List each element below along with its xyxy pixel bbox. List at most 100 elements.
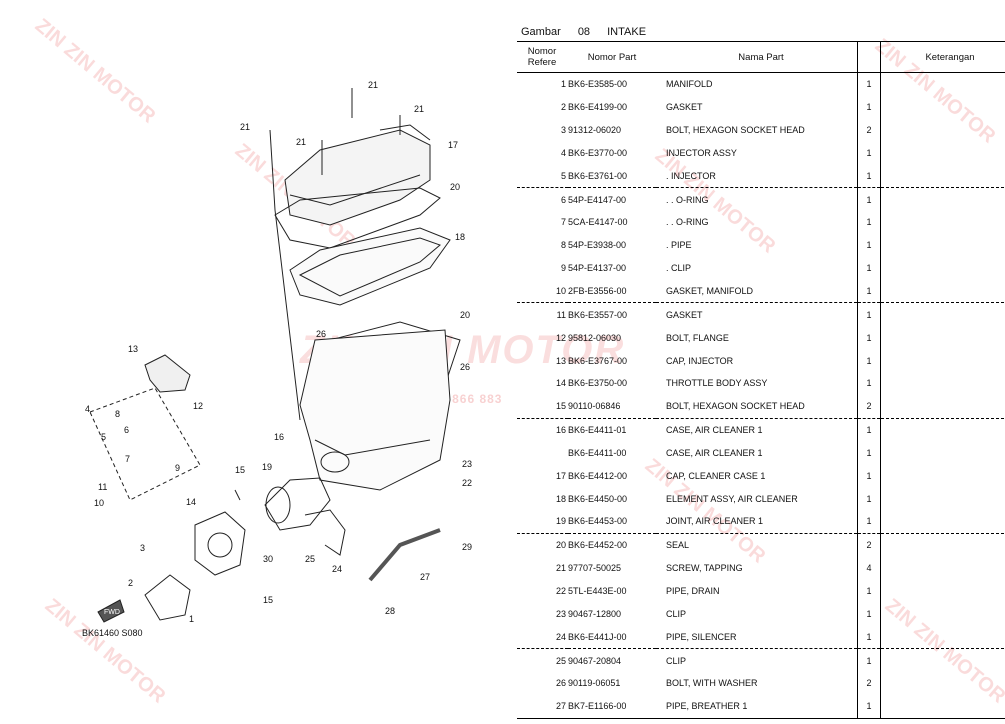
callout-number: 28 xyxy=(385,606,395,616)
callout-number: 8 xyxy=(115,409,120,419)
cell-part-no: BK6-E4452-00 xyxy=(568,540,628,551)
callout-number: 27 xyxy=(420,572,430,582)
cell-part-no: 90119-06051 xyxy=(568,678,621,689)
cell-qty: 1 xyxy=(857,441,881,465)
cell-part-no: 5TL-E443E-00 xyxy=(568,585,627,596)
cell-ref: 15 xyxy=(517,394,568,419)
cell-part-no: BK7-E1166-00 xyxy=(568,694,656,719)
cell-note xyxy=(880,602,1005,626)
cell-ref: 4 xyxy=(560,147,566,158)
cell-part-no: BK6-E4412-00 xyxy=(568,470,628,481)
cell-part-no: 90467-20804 xyxy=(568,655,622,666)
cell-name: GASKET xyxy=(666,309,703,320)
cell-ref: 5 xyxy=(517,164,568,189)
cell-note xyxy=(880,579,1005,603)
cell-name: CAP, INJECTOR xyxy=(666,355,734,366)
cell-name: PIPE, BREATHER 1 xyxy=(656,694,858,719)
cell-qty: 2 xyxy=(857,394,881,419)
cell-name: . . O-RING xyxy=(666,194,709,205)
cell-ref: 8 xyxy=(560,240,566,251)
callout-number: 16 xyxy=(274,432,284,442)
cell-ref: 26 xyxy=(555,678,566,689)
cell-ref: 21 xyxy=(555,563,566,574)
callout-number: 21 xyxy=(240,122,250,132)
callout-number: 4 xyxy=(85,404,90,414)
cell-ref: 10 xyxy=(517,279,568,304)
cell-note xyxy=(880,72,1005,96)
cell-qty: 1 xyxy=(857,256,881,280)
callout-number: 9 xyxy=(175,463,180,473)
callout-number: 20 xyxy=(450,182,460,192)
cell-note xyxy=(880,394,1005,419)
cell-name: CLIP xyxy=(666,655,687,666)
cell-ref: 17 xyxy=(555,470,566,481)
cell-name: GASKET xyxy=(666,102,703,113)
cell-ref: 3 xyxy=(560,125,566,136)
figure-number: 08 xyxy=(577,26,591,38)
cell-part-no: 2FB-E3556-00 xyxy=(568,279,656,304)
cell-name: PIPE, DRAIN xyxy=(666,585,720,596)
cell-note xyxy=(880,533,1005,557)
callout-number: 18 xyxy=(455,232,465,242)
cell-qty: 1 xyxy=(857,349,881,372)
cell-ref: 18 xyxy=(555,493,566,504)
cell-part-no: 54P-E4137-00 xyxy=(568,263,627,274)
callout-number: 25 xyxy=(305,554,315,564)
cell-ref: 25 xyxy=(555,655,566,666)
cell-part-no: BK6-E3750-00 xyxy=(568,378,628,389)
cell-qty: 1 xyxy=(857,602,881,626)
cell-qty: 1 xyxy=(857,141,881,165)
cell-ref: 14 xyxy=(555,378,566,389)
cell-name: PIPE, SILENCER xyxy=(656,625,858,650)
cell-ref: 12 xyxy=(555,332,566,343)
cell-part-no: BK6-E3585-00 xyxy=(568,79,628,90)
col-part-no: Nomor Part xyxy=(568,41,656,73)
cell-note xyxy=(880,441,1005,465)
cell-note xyxy=(880,349,1005,372)
diagram-code: BK61460 S080 xyxy=(82,628,143,638)
cell-qty: 1 xyxy=(857,648,881,672)
callout-number: 29 xyxy=(462,542,472,552)
cell-name: BOLT, WITH WASHER xyxy=(666,678,758,689)
cell-qty: 1 xyxy=(857,187,881,212)
callout-number: 21 xyxy=(296,137,306,147)
cell-qty: 1 xyxy=(857,164,881,189)
cell-part-no: BK6-E4411-01 xyxy=(568,425,627,436)
cell-qty: 1 xyxy=(857,302,881,327)
cell-note xyxy=(880,625,1005,650)
callout-number: 19 xyxy=(262,462,272,472)
cell-ref: 27 xyxy=(517,694,568,719)
cell-qty: 1 xyxy=(857,279,881,304)
cell-ref: 1 xyxy=(560,79,566,90)
callout-number: 13 xyxy=(128,344,138,354)
cell-note xyxy=(880,279,1005,304)
cell-ref: 11 xyxy=(556,309,566,320)
callout-number: 21 xyxy=(414,104,424,114)
callout-number: 3 xyxy=(140,543,145,553)
cell-qty: 2 xyxy=(857,533,881,557)
cell-ref: 19 xyxy=(517,510,568,534)
cell-qty: 4 xyxy=(857,556,881,580)
cell-part-no: BK6-E4411-00 xyxy=(568,447,627,458)
cell-part-no: 95812-06030 xyxy=(568,332,622,343)
cell-part-no: BK6-E3770-00 xyxy=(568,147,628,158)
callout-number: 6 xyxy=(124,425,129,435)
cell-note xyxy=(880,302,1005,327)
cell-part-no: 54P-E4147-00 xyxy=(568,194,627,205)
cell-name: BOLT, FLANGE xyxy=(666,332,729,343)
col-name: Nama Part xyxy=(656,41,858,73)
cell-note xyxy=(880,510,1005,534)
